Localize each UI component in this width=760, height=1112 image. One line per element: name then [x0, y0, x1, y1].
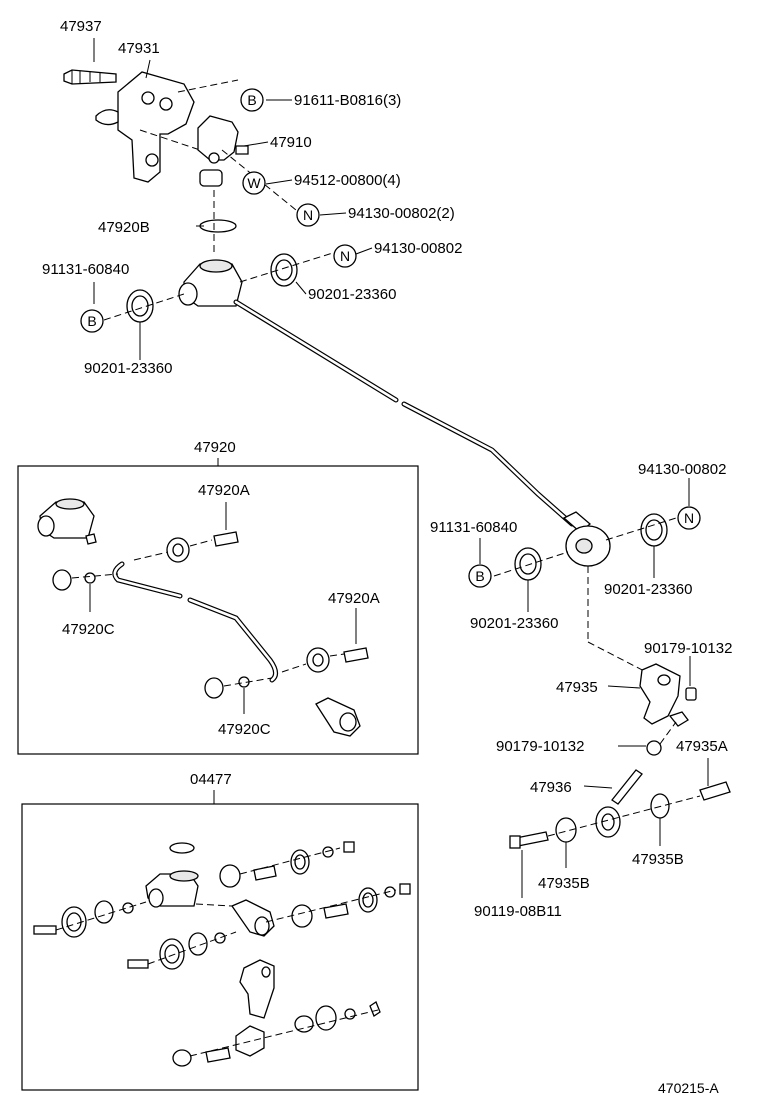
bushing-center — [595, 806, 621, 838]
callout-n-right: N — [677, 506, 701, 530]
box1-washer-right — [204, 676, 250, 699]
label-91131-left: 91131-60840 — [42, 261, 129, 278]
svg-text:B: B — [247, 92, 256, 108]
box1-rod — [112, 561, 278, 683]
bolt-47936 — [611, 769, 643, 805]
svg-text:N: N — [684, 510, 694, 526]
box-04477 — [21, 803, 419, 1091]
washer-90201-top — [270, 253, 298, 287]
label-47920A-2: 47920A — [328, 590, 380, 607]
box1-bushing-top — [166, 537, 190, 563]
label-90201-lower: 90201-23360 — [470, 615, 558, 632]
callout-b-top: B — [240, 88, 264, 112]
label-90201-right-end: 90201-23360 — [604, 581, 692, 598]
box-47920 — [17, 465, 419, 755]
label-90201-top: 90201-23360 — [308, 286, 396, 303]
shift-housing-47910 — [197, 115, 249, 187]
svg-text:N: N — [340, 248, 350, 264]
label-94130-top: 94130-00802 — [374, 240, 462, 257]
label-47910: 47910 — [270, 134, 312, 151]
label-91611: 91611-B0816(3) — [294, 92, 401, 109]
label-47920A-1: 47920A — [198, 482, 250, 499]
label-04477: 04477 — [190, 771, 232, 788]
lever-base — [178, 259, 243, 307]
bracket-47935 — [639, 663, 689, 727]
label-47920C-2: 47920C — [218, 721, 271, 738]
bolt-90119 — [509, 831, 549, 849]
label-47936: 47936 — [530, 779, 572, 796]
label-90179-mid: 90179-10132 — [496, 738, 584, 755]
box1-lever-base — [37, 498, 97, 545]
bushing-47935B-right — [650, 793, 670, 819]
label-47937: 47937 — [60, 18, 102, 35]
box1-bushing-left — [52, 569, 96, 591]
label-47920: 47920 — [194, 439, 236, 456]
box1-pin-top — [213, 531, 239, 547]
label-47920C-1: 47920C — [62, 621, 115, 638]
shift-rod — [233, 299, 611, 567]
svg-text:W: W — [247, 175, 261, 191]
washer-90201-lower — [514, 547, 542, 581]
bushing-47935B-left — [555, 817, 577, 843]
callout-b-left: B — [80, 309, 104, 333]
svg-text:B: B — [475, 568, 484, 584]
label-94130-2: 94130-00802(2) — [348, 205, 455, 222]
diagram-code: 470215-A — [658, 1080, 719, 1096]
label-94130-right: 94130-00802 — [638, 461, 726, 478]
nut-90179-top — [685, 687, 697, 701]
svg-text:N: N — [303, 207, 313, 223]
label-91131-right: 91131-60840 — [430, 519, 517, 536]
box1-rod-end — [315, 697, 361, 737]
svg-text:B: B — [87, 313, 96, 329]
label-47931: 47931 — [118, 40, 160, 57]
clip-47920B — [199, 219, 237, 233]
callout-n-top2: N — [333, 244, 357, 268]
washer-90201-right-end — [640, 513, 668, 547]
label-47935B-right: 47935B — [632, 851, 684, 868]
label-90119: 90119-08B11 — [474, 903, 562, 920]
box1-bushing-right — [306, 647, 330, 673]
label-90201-left: 90201-23360 — [84, 360, 172, 377]
label-47935A: 47935A — [676, 738, 728, 755]
box1-pin-right — [343, 647, 369, 663]
washer-90201-left — [126, 289, 154, 323]
callout-w: W — [242, 171, 266, 195]
bracket-47931 — [95, 71, 195, 183]
label-47935: 47935 — [556, 679, 598, 696]
label-94512: 94512-00800(4) — [294, 172, 401, 189]
label-47920B: 47920B — [98, 219, 150, 236]
pin-47935A — [699, 781, 731, 801]
callout-n-top: N — [296, 203, 320, 227]
kit-parts — [33, 841, 411, 1067]
callout-b-right: B — [468, 564, 492, 588]
label-47935B-left: 47935B — [538, 875, 590, 892]
nut-90179-mid — [646, 740, 662, 756]
bolt-47937 — [63, 69, 117, 85]
label-90179-top: 90179-10132 — [644, 640, 732, 657]
